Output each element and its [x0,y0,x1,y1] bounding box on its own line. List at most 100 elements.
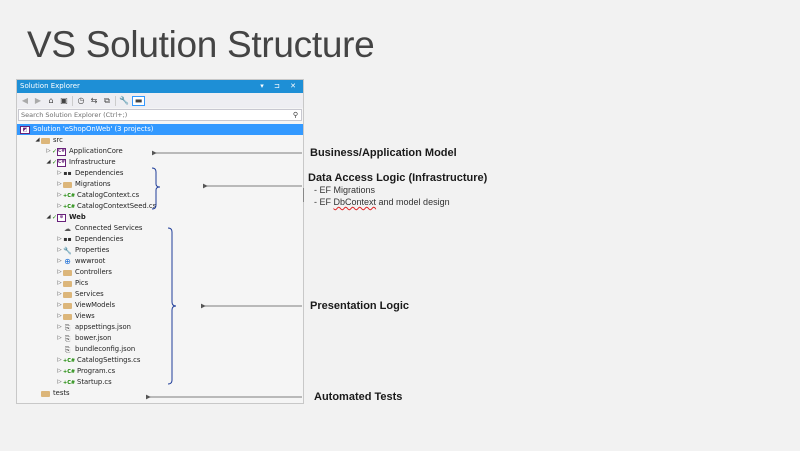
tree-item-label: Dependencies [75,235,124,243]
tree-item-label: CatalogContextSeed.cs [77,202,157,210]
folder-icon [63,269,72,276]
data-access-side-line [303,188,304,202]
tree-item[interactable]: ▷+C#Startup.cs [56,377,111,388]
label-data-access: Data Access Logic (Infrastructure) [308,172,488,184]
back-icon[interactable]: ◀ [21,95,29,105]
globe-icon: ⊕ [64,256,71,266]
search-input[interactable]: Search Solution Explorer (Ctrl+;) ⚲ [18,109,302,121]
tree-item[interactable]: ▷🔧Properties [56,245,109,256]
tree-item-label: tests [53,389,70,397]
expander-icon[interactable]: ▷ [46,148,51,154]
explorer-toolbar: ◀ ▶ ⌂ ▣ ◷ ⇆ ⧉ 🔧▬ [17,93,303,108]
dbcontext-word: DbContext [333,197,377,207]
expander-icon[interactable]: ◢ [46,159,51,165]
tree-item[interactable]: ▷⎘appsettings.json [56,322,131,333]
tree-item[interactable]: ◢✓C#Infrastructure [45,157,116,168]
folder-icon [63,181,72,188]
expander-icon[interactable]: ▷ [57,291,62,297]
proj-icon: C# [57,147,66,156]
tree-item[interactable]: ◢✓⊕Web [45,212,86,223]
search-icon[interactable]: ⚲ [292,111,298,119]
tree-item[interactable]: ▷ ViewModels [56,300,115,311]
tree-item[interactable]: ▷⎘bower.json [56,333,111,344]
tree-item-label: Pics [75,279,89,287]
expander-icon[interactable]: ▷ [57,379,62,385]
toolbar-separator [72,95,73,106]
expander-icon[interactable]: ▷ [57,203,62,209]
expander-icon[interactable]: ▷ [57,258,62,264]
tree-item-label: Dependencies [75,169,124,177]
home-icon[interactable]: ⌂ [48,95,54,105]
tree-item[interactable]: ▷+C#CatalogContext.cs [56,190,139,201]
tree-item[interactable]: ◩Solution 'eShopOnWeb' (3 projects) [17,124,303,135]
json-icon: ⎘ [64,345,71,354]
properties-wrench-icon[interactable]: 🔧 [119,95,129,105]
tree-item[interactable]: ▷✓C#ApplicationCore [45,146,123,157]
data-access-item-dbcontext: - EF DbContext and model design [314,197,450,207]
folder-icon [63,291,72,298]
switch-views-icon[interactable]: ▣ [60,95,68,105]
expander-icon[interactable]: ▷ [57,181,62,187]
tree-item[interactable]: ▷+C#Program.cs [56,366,115,377]
tree-item-label: CatalogSettings.cs [77,356,141,364]
tree-item-label: Views [75,312,95,320]
sync-icon[interactable]: ⇆ [90,95,98,105]
expander-icon[interactable]: ▷ [57,269,62,275]
cs-icon: +C# [63,379,76,386]
expander-icon[interactable]: ▷ [57,192,62,198]
expander-icon[interactable]: ▷ [57,324,62,330]
expander-icon[interactable]: ▷ [57,357,62,363]
expander-icon[interactable]: ▷ [57,335,62,341]
checked-in-icon: ✓ [52,214,58,221]
label-business-model: Business/Application Model [310,147,457,159]
expander-icon[interactable]: ▷ [57,280,62,286]
tree-item-label: Services [75,290,104,298]
tree-item[interactable]: ▷ Views [56,311,95,322]
tree-item-label: Solution 'eShopOnWeb' (3 projects) [33,125,154,133]
slide-title: VS Solution Structure [27,24,375,65]
cs-icon: +C# [63,203,76,210]
json-icon: ⎘ [64,323,71,332]
tree-item[interactable]: ⎘ bundleconfig.json [56,344,135,355]
tree-item[interactable]: ▷+C#CatalogContextSeed.cs [56,201,156,212]
forward-icon[interactable]: ▶ [34,95,42,105]
tree-item-label: bundleconfig.json [75,345,136,353]
expander-icon[interactable]: ▷ [57,368,62,374]
tree-item[interactable]: ☁Connected Services [56,223,142,234]
deps-icon: ▪▪ [63,169,72,177]
collapse-all-icon[interactable]: ⧉ [104,95,110,105]
checked-in-icon: ✓ [52,159,58,166]
pending-changes-icon[interactable]: ◷ [77,95,85,105]
tree-item[interactable]: ▷▪▪Dependencies [56,234,123,245]
folder-icon [41,137,50,144]
expander-icon[interactable]: ▷ [57,236,62,242]
expander-icon[interactable]: ▷ [57,313,62,319]
solution-explorer-panel[interactable]: Solution Explorer ▾ ⊐ ✕ ◀ ▶ ⌂ ▣ ◷ ⇆ ⧉ 🔧▬ Search… [16,79,304,404]
expander-icon[interactable]: ◢ [35,137,40,143]
expander-icon[interactable]: ▷ [57,247,62,253]
expander-icon[interactable]: ▷ [57,302,62,308]
tree-item[interactable]: ▷ Services [56,289,104,300]
preview-icon[interactable]: ▬ [132,95,145,106]
proj-icon: C# [57,158,66,167]
brace-data-access [151,167,161,210]
tree-item[interactable]: ▷▪▪Dependencies [56,168,123,179]
expander-icon[interactable]: ▷ [57,170,62,176]
tree-item-label: wwwroot [75,257,106,265]
solution-explorer-titlebar[interactable]: Solution Explorer ▾ ⊐ ✕ [17,80,303,93]
dbcontext-prefix: - EF [314,197,334,207]
tree-item[interactable]: ▷ Pics [56,278,88,289]
tree-item-label: Properties [75,246,110,254]
tree-item-label: ViewModels [75,301,116,309]
folder-icon [41,390,50,397]
window-controls[interactable]: ▾ ⊐ ✕ [260,82,300,90]
tree-item[interactable]: tests [34,388,70,399]
tree-item[interactable]: ▷Migrations [56,179,110,190]
expander-icon[interactable]: ◢ [46,214,51,220]
tree-item[interactable]: ▷⊕ wwwroot [56,256,105,267]
checked-in-icon: ✓ [52,148,58,155]
tree-item[interactable]: ▷+C#CatalogSettings.cs [56,355,140,366]
tree-item[interactable]: ▷Controllers [56,267,112,278]
tree-item[interactable]: ◢src [34,135,63,146]
